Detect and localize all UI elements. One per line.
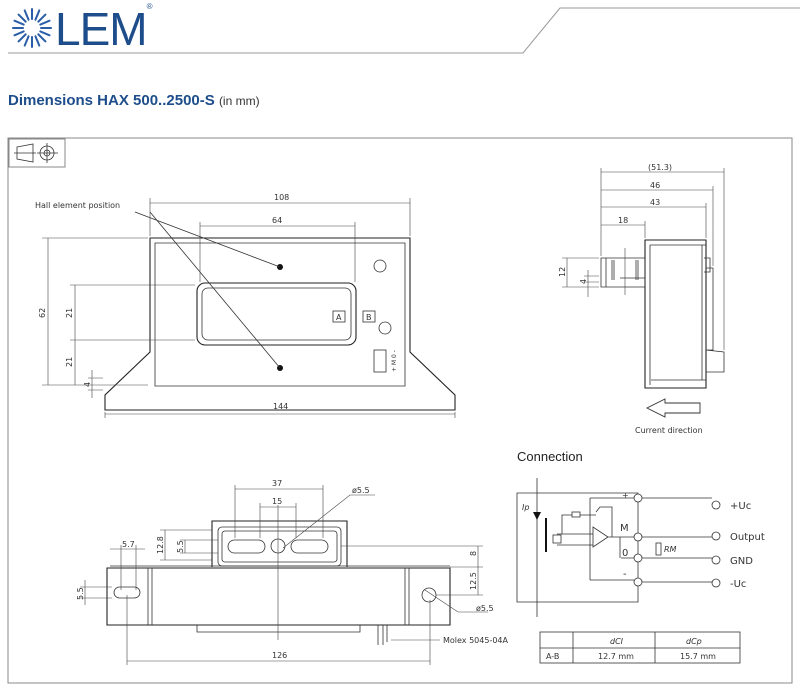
page-title: Dimensions HAX 500..2500-S (in mm) [8, 92, 260, 109]
lem-logo: LEM® [55, 2, 152, 56]
current-direction-arrow-icon [645, 398, 701, 418]
clearance-table [539, 631, 741, 664]
dim-5-5-slot: 5.5 [176, 540, 185, 553]
label-a: A [336, 313, 342, 322]
dim-62: 62 [38, 308, 47, 318]
dim-43: 43 [650, 198, 660, 207]
bottom-view [80, 485, 488, 665]
molex-connector-label: Molex 5045-04A [443, 636, 509, 645]
dim-144: 144 [273, 402, 288, 411]
terminal-label-minus-uc: -Uc [730, 579, 746, 590]
ext-terminal-icon [711, 578, 721, 588]
drawing-frame [7, 137, 793, 684]
dim-37: 37 [272, 479, 282, 488]
terminal-plus-icon [633, 493, 643, 503]
dim-21-upper: 21 [65, 308, 74, 318]
dim-51-3: (51.3) [648, 163, 672, 172]
dim-12: 12 [558, 267, 567, 277]
projection-symbol-icon [8, 138, 66, 168]
dim-12-8: 12.8 [156, 536, 165, 554]
front-view [42, 198, 456, 418]
logo-text: LEM [55, 3, 148, 55]
hall-element-label: Hall element position [35, 201, 120, 210]
pin-0: 0 [622, 548, 628, 559]
connection-title: Connection [517, 449, 583, 464]
lem-logo-sunburst-icon [12, 8, 52, 48]
label-b: B [366, 313, 372, 322]
terminal-label-gnd: GND [730, 556, 753, 567]
pin-minus: - [623, 569, 627, 580]
table-cell: A-B [546, 652, 559, 661]
rm-label: RM [664, 545, 677, 554]
table-header-dci: dCI [610, 637, 624, 646]
side-view [562, 168, 725, 418]
terminal-m-icon [633, 532, 643, 542]
ip-label: Ip [522, 503, 529, 512]
terminal-label-output: Output [730, 532, 765, 543]
unit-note: (in mm) [218, 94, 260, 108]
current-direction-label: Current direction [635, 426, 703, 435]
ext-terminal-icon [711, 531, 721, 541]
connection-schematic [516, 478, 721, 617]
ext-terminal-icon [711, 500, 721, 510]
registered-mark: ® [146, 2, 153, 11]
table-header-dcp: dCp [686, 637, 702, 646]
table-cell: 12.7 mm [598, 652, 634, 661]
terminal-label-plus-uc: +Uc [730, 501, 751, 512]
dim-4-side: 4 [579, 279, 588, 284]
ext-terminal-icon [711, 555, 721, 565]
table-cell: 15.7 mm [680, 652, 716, 661]
dim-108: 108 [274, 193, 289, 202]
page-title-text: Dimensions HAX 500..2500-S [8, 92, 215, 109]
dim-12-5: 12.5 [469, 572, 478, 590]
dim-8: 8 [469, 551, 478, 556]
dim-64: 64 [272, 216, 282, 225]
pin-plus: + [622, 491, 629, 500]
dim-5-5-left: 5.5 [76, 587, 85, 600]
dim-15: 15 [272, 497, 282, 506]
connector-pins: + M 0 - [391, 350, 398, 372]
dim-46: 46 [650, 181, 660, 190]
terminal-minus-icon [633, 577, 643, 587]
dim-21-lower: 21 [65, 357, 74, 367]
dim-18: 18 [618, 216, 628, 225]
dim-hole-right: ø5.5 [476, 604, 494, 613]
dim-hole-top: ø5.5 [352, 486, 370, 495]
dim-4: 4 [83, 382, 92, 387]
pin-m: M [620, 523, 629, 534]
dim-126: 126 [272, 651, 287, 660]
terminal-0-icon [633, 553, 643, 563]
header-divider [8, 7, 800, 54]
dim-5-7: 5.7 [122, 540, 135, 549]
